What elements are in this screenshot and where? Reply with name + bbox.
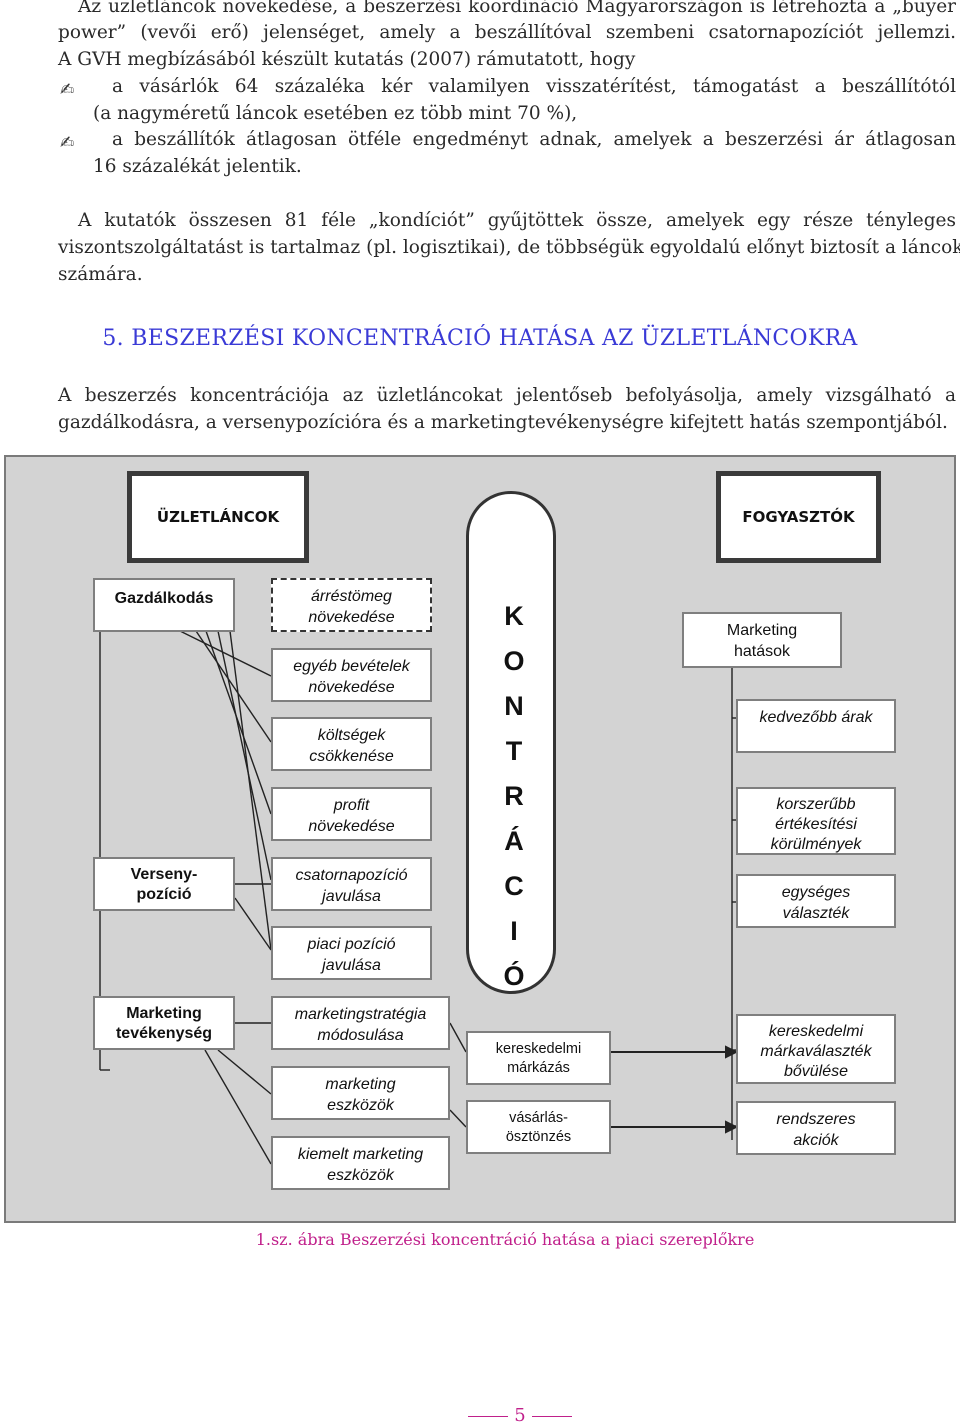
figure-caption: 1.sz. ábra Beszerzési koncentráció hatás… [255, 1230, 755, 1249]
paragraph-line: gazdálkodásra, a versenypozícióra és a m… [58, 412, 948, 433]
section-heading: 5. BESZERZÉSI KONCENTRÁCIÓ HATÁSA AZ ÜZL… [102, 326, 858, 351]
kereskedelmi-markazas-line: márkázás [507, 1060, 570, 1076]
marketing-tevekenyseg-line: Marketing [126, 1005, 202, 1022]
versenypozicio-line: Verseny- [130, 866, 198, 883]
bullet-line: a beszállítók átlagosan ötféle engedmény… [112, 129, 956, 150]
page-number-rule [468, 1415, 509, 1417]
marketingstrategia-box: marketingstratégia módosulása [271, 996, 450, 1050]
versenypozicio-box: Verseny-pozíció [93, 857, 235, 911]
kereskedelmi-markazas-box: kereskedelmi márkázás [466, 1031, 611, 1085]
bullet-line: 16 százalékát jelentik. [93, 156, 302, 177]
marketingstrategia-line: marketingstratégia [294, 1006, 427, 1023]
vasarlas-osztonzes-line: vásárlás- [509, 1110, 568, 1126]
markavalasztek-box: kereskedelmi márkaválaszték bővülése [736, 1014, 896, 1084]
csatornapozicio-box: csatornapozíció javulása [271, 857, 432, 911]
paragraph-line: számára. [58, 264, 143, 285]
korszerubb-line: körülmények [770, 836, 862, 853]
marketing-eszkozok-line: eszközök [327, 1097, 394, 1114]
marketing-eszkozok-line: marketing [325, 1076, 396, 1093]
paragraph-line: Az üzletláncok növekedése, a beszerzési … [78, 0, 956, 17]
arrestomeg-line: árréstömeg [311, 588, 392, 605]
profit-box: profit növekedése [271, 787, 432, 841]
korszerubb-line: korszerűbb [776, 796, 856, 813]
egyeb-bevetelek-line: növekedése [308, 679, 395, 696]
pencil-bullet-icon: ✍ [60, 133, 75, 153]
kedvezobb-arak-box: kedvezőbb árak [736, 699, 896, 753]
kiemelt-marketing-line: kiemelt marketing [297, 1146, 424, 1163]
korszerubb-line: értékesítési [775, 816, 857, 833]
paragraph-line: power” (vevői erő) jelenséget, amely a b… [58, 22, 956, 43]
profit-line: profit [333, 797, 370, 814]
csatornapozicio-line: javulása [322, 888, 381, 905]
vasarlas-osztonzes-line: ösztönzés [505, 1129, 572, 1145]
marketing-hatasok-line: Marketing [726, 622, 798, 639]
piaci-pozicio-line: piaci pozíció [307, 936, 396, 953]
vasarlas-osztonzes-box: vásárlás-ösztönzés [466, 1100, 611, 1154]
bullet-line: (a nagyméretű láncok esetében ez több mi… [93, 103, 578, 124]
paragraph-line: A GVH megbízásából készült kutatás (2007… [58, 49, 636, 70]
gazdalkodas-box: Gazdálkodás [93, 578, 235, 632]
koncentracio-letter: K [504, 601, 524, 631]
csatornapozicio-line: csatornapozíció [295, 867, 408, 884]
bullet-line: a vásárlók 64 százaléka kér valamilyen v… [112, 76, 956, 97]
arrestomeg-box: árréstömeg növekedése [271, 578, 432, 632]
koltsegek-line: költségek [317, 727, 386, 744]
koncentracio-letter: O [503, 646, 525, 676]
kiemelt-marketing-box: kiemelt marketing eszközök [271, 1136, 450, 1190]
kiemelt-marketing-line: eszközök [327, 1167, 394, 1184]
marketing-tevekenyseg-box: Marketing tevékenység [93, 996, 235, 1050]
page-number-rule [531, 1415, 572, 1417]
marketing-hatasok-line: hatások [733, 643, 791, 660]
fogyasztok-box: FOGYASZTÓK [716, 471, 881, 563]
kereskedelmi-markazas-line: kereskedelmi [495, 1041, 582, 1057]
markavalasztek-line: kereskedelmi [768, 1023, 864, 1040]
gazdalkodas-label: Gazdálkodás [114, 590, 214, 607]
egyeb-bevetelek-box: egyéb bevételek növekedése [271, 648, 432, 702]
versenypozicio-line: pozíció [136, 886, 192, 903]
egyseges-valasztek-line: választék [782, 905, 850, 922]
rendszeres-akciok-line: akciók [793, 1132, 839, 1149]
page-number: 5 [0, 1405, 960, 1426]
koncentracio-letter: N [504, 691, 524, 721]
koltsegek-box: költségek csökkenése [271, 717, 432, 771]
rendszeres-akciok-box: rendszeres akciók [736, 1101, 896, 1155]
paragraph-line: viszontszolgáltatást is tartalmaz (pl. l… [58, 237, 960, 258]
koncentracio-letter: Ó [503, 961, 525, 991]
fogyasztok-label: FOGYASZTÓK [742, 507, 855, 526]
koncentracio-pill: K O N T R Á C I Ó [466, 491, 556, 994]
markavalasztek-line: márkaválaszték [760, 1043, 872, 1060]
piaci-pozicio-line: javulása [322, 957, 381, 974]
koncentracio-letter: C [504, 871, 524, 901]
koncentracio-letter: R [504, 781, 524, 811]
piaci-pozicio-box: piaci pozíció javulása [271, 926, 432, 980]
markavalasztek-line: bővülése [783, 1063, 849, 1080]
pencil-bullet-icon: ✍ [60, 80, 75, 100]
egyseges-valasztek-box: egységes választék [736, 874, 896, 928]
profit-line: növekedése [308, 818, 395, 835]
paragraph-line: A beszerzés koncentrációja az üzletlánco… [58, 385, 956, 406]
koncentracio-letter: I [510, 916, 518, 946]
koncentracio-letter: T [505, 736, 523, 766]
marketing-tevekenyseg-line: tevékenység [115, 1025, 213, 1042]
rendszeres-akciok-line: rendszeres [776, 1111, 856, 1128]
korszerubb-box: korszerűbb értékesítési körülmények [736, 787, 896, 855]
uzletlancok-label: ÜZLETLÁNCOK [156, 507, 280, 526]
paragraph-line: A kutatók összesen 81 féle „kondíciót” g… [78, 210, 956, 231]
kedvezobb-arak-label: kedvezőbb árak [759, 709, 873, 726]
uzletlancok-box: ÜZLETLÁNCOK [127, 471, 309, 563]
koltsegek-line: csökkenése [309, 748, 394, 765]
egyeb-bevetelek-line: egyéb bevételek [293, 658, 410, 675]
page-number-value: 5 [514, 1405, 526, 1426]
marketing-hatasok-box: Marketing hatások [682, 612, 842, 668]
koncentracio-letter: Á [504, 826, 524, 856]
marketing-eszkozok-box: marketing eszközök [271, 1066, 450, 1120]
egyseges-valasztek-line: egységes [781, 884, 851, 901]
arrestomeg-line: növekedése [308, 609, 395, 626]
marketingstrategia-line: módosulása [317, 1027, 404, 1044]
